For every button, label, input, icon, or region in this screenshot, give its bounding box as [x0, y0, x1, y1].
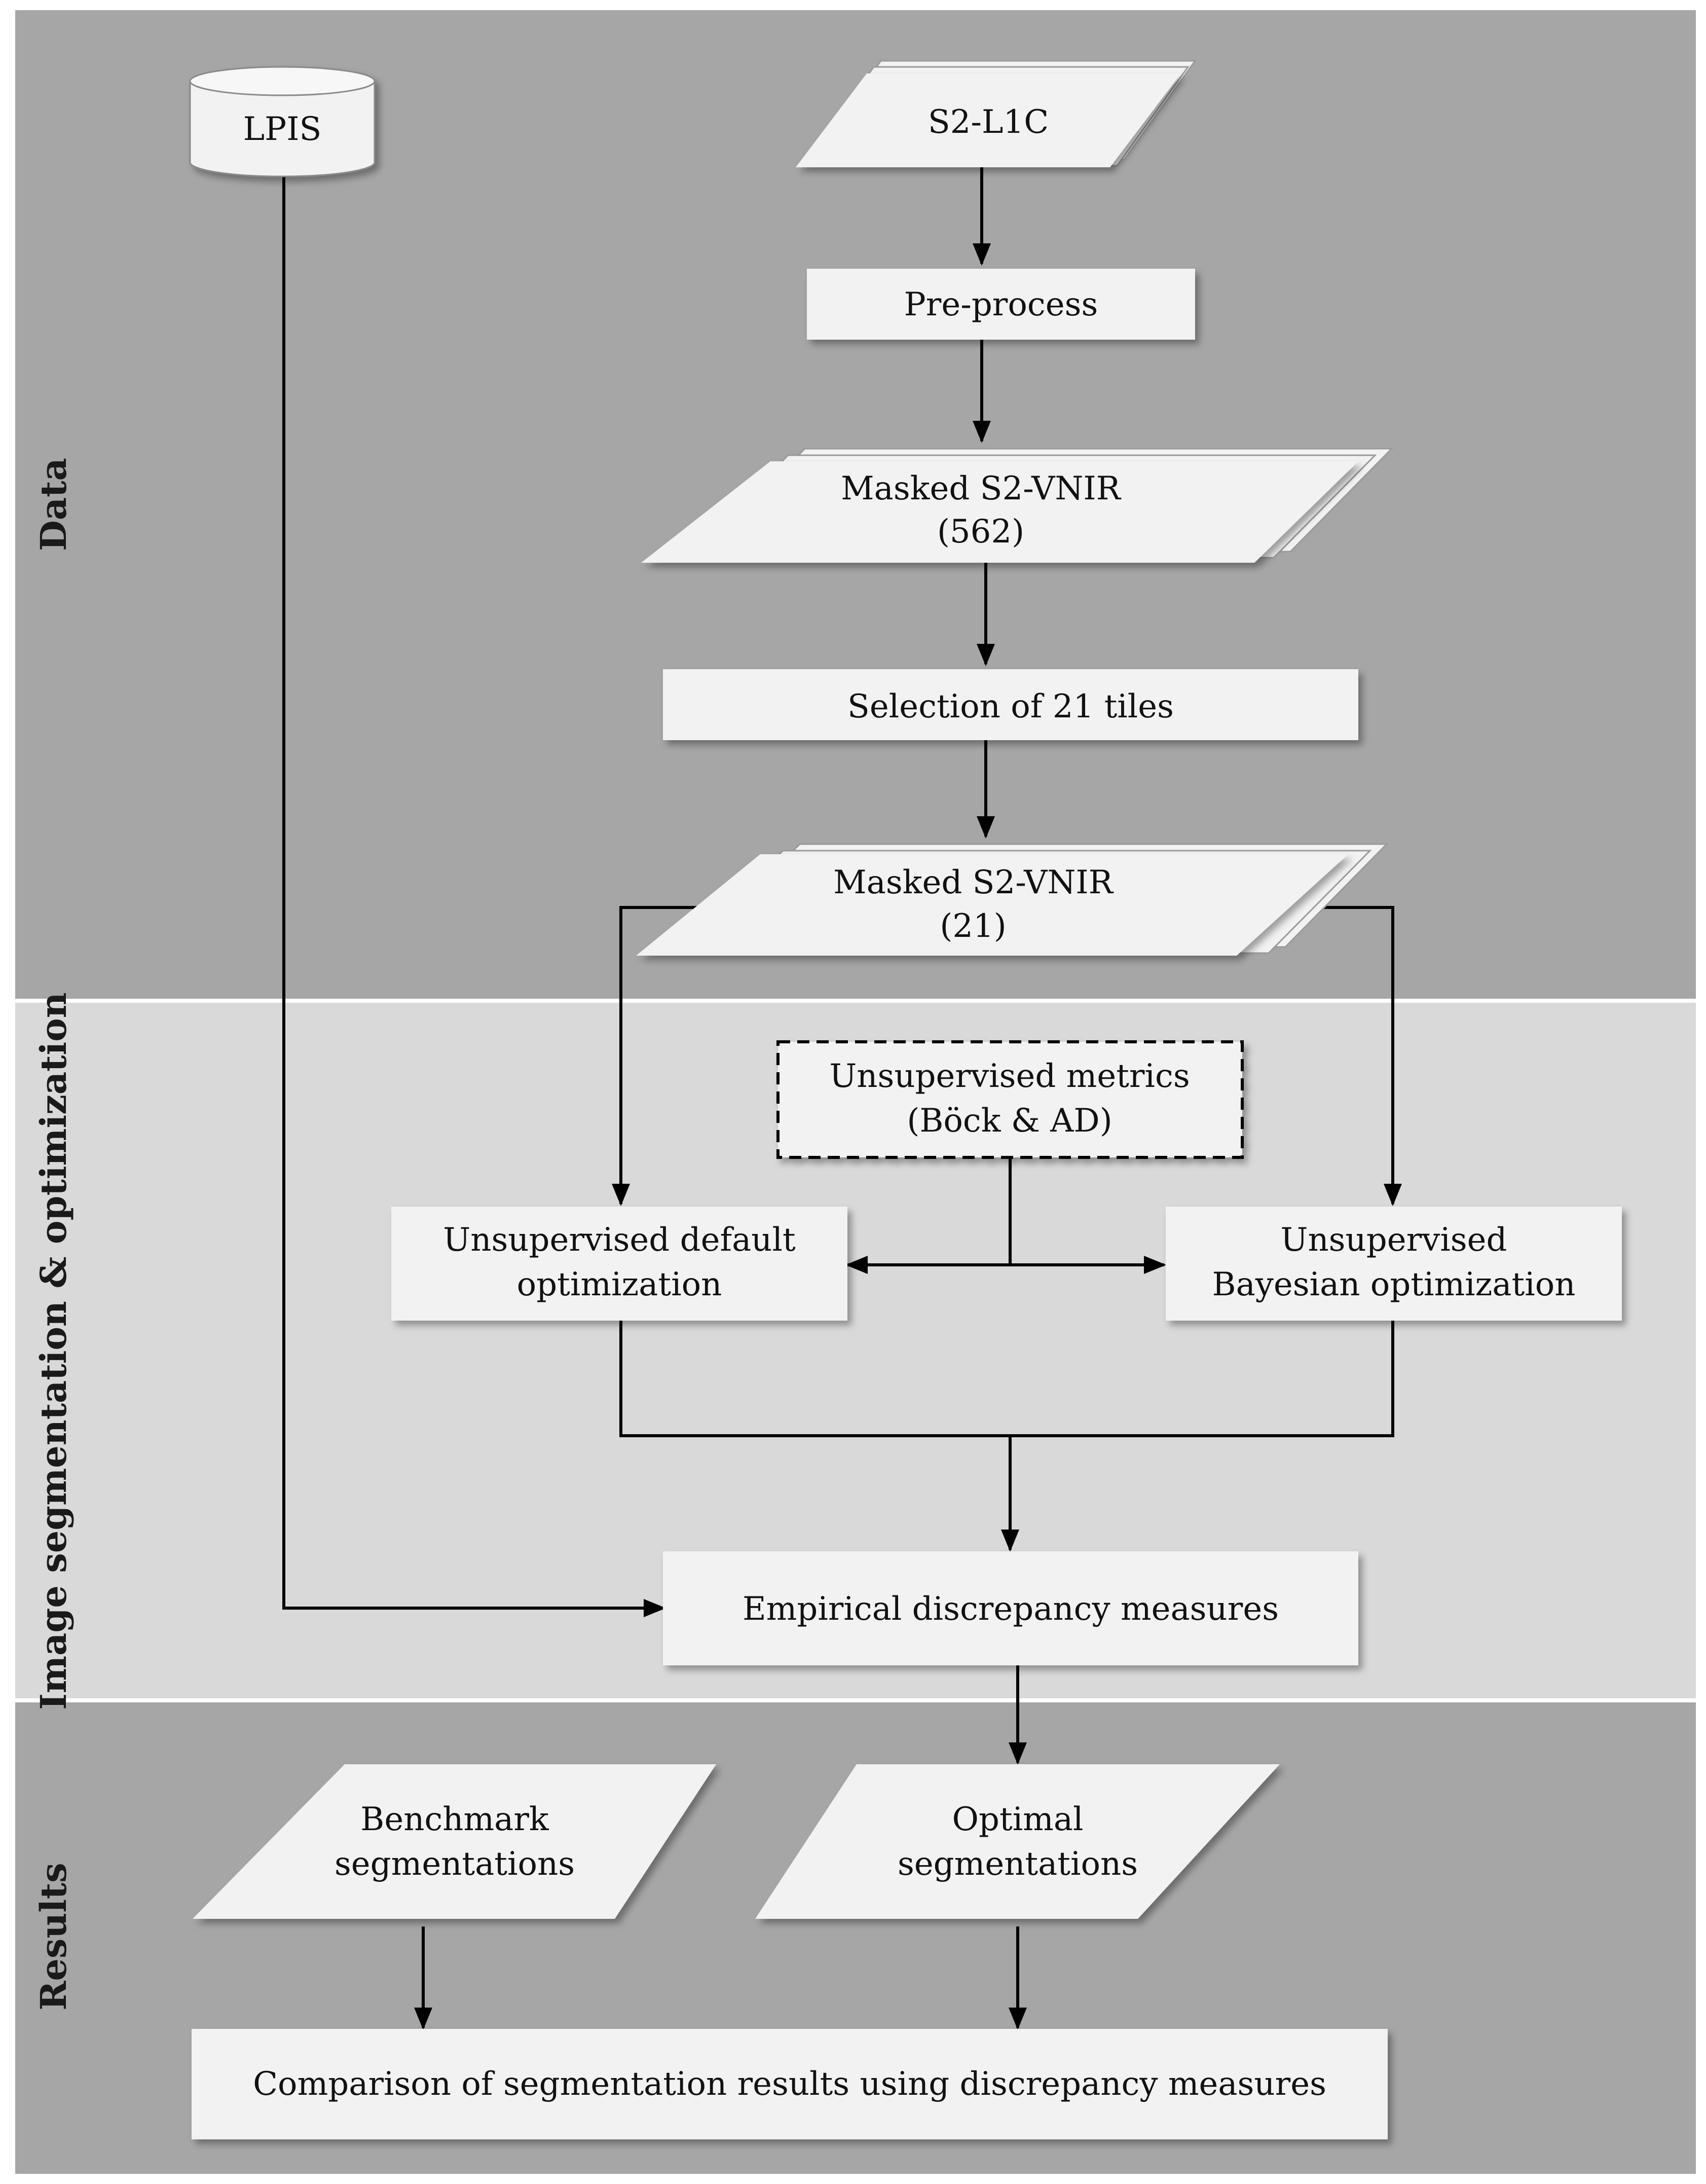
default-optimization-box [391, 1207, 847, 1321]
default-optimization-line1: Unsupervised default [443, 1221, 796, 1259]
comparison-box [192, 2029, 1388, 2139]
benchmark-line2: segmentations [335, 1845, 575, 1883]
bayesian-optimization-line1: Unsupervised [1281, 1221, 1507, 1259]
empirical-measures-box [663, 1551, 1358, 1665]
lpis-database [189, 66, 376, 177]
bayesian-optimization-line2: Bayesian optimization [1212, 1266, 1576, 1303]
masked-21-line2: (21) [940, 907, 1006, 945]
empirical-measures-label: Empirical discrepancy measures [743, 1590, 1279, 1628]
edge-merge [619, 1321, 1394, 1437]
optimal-line2: segmentations [898, 1845, 1138, 1883]
benchmark-line1: Benchmark [360, 1801, 549, 1838]
unsupervised-metrics-line1: Unsupervised metrics [829, 1058, 1190, 1095]
masked-562-line2: (562) [937, 513, 1024, 551]
unsupervised-metrics-line2: (Böck & AD) [907, 1102, 1112, 1140]
section-label-data: Data [32, 458, 75, 551]
masked-21-line1: Masked S2-VNIR [833, 864, 1114, 901]
s2-l1c-stack [796, 60, 1197, 167]
edge-masked21-default [612, 906, 710, 1206]
masked-562-stack [641, 448, 1394, 563]
benchmark-segmentations-shape [193, 1764, 716, 1919]
selection-box [663, 669, 1358, 740]
connectors [282, 167, 1402, 2030]
comparison-label: Comparison of segmentation results using… [253, 2065, 1326, 2103]
optimal-line1: Optimal [952, 1801, 1084, 1838]
lpis-label: LPIS [243, 111, 322, 148]
masked-21-stack [636, 843, 1389, 956]
edge-lpis-empirical [282, 172, 666, 1617]
section-label-segmentation: Image segmentation & optimization [32, 992, 75, 1709]
preprocess-box [807, 269, 1195, 340]
section-label-results: Results [32, 1863, 75, 2010]
masked-562-line1: Masked S2-VNIR [841, 470, 1122, 507]
optimal-segmentations-shape [755, 1764, 1280, 1919]
preprocess-label: Pre-process [904, 286, 1098, 323]
unsupervised-metrics-box [776, 1040, 1244, 1159]
bayesian-optimization-box [1166, 1207, 1622, 1321]
default-optimization-line2: optimization [517, 1266, 722, 1303]
edge-masked21-bayes [1308, 906, 1402, 1206]
s2-l1c-label: S2-L1C [928, 103, 1049, 141]
selection-label: Selection of 21 tiles [847, 688, 1174, 725]
